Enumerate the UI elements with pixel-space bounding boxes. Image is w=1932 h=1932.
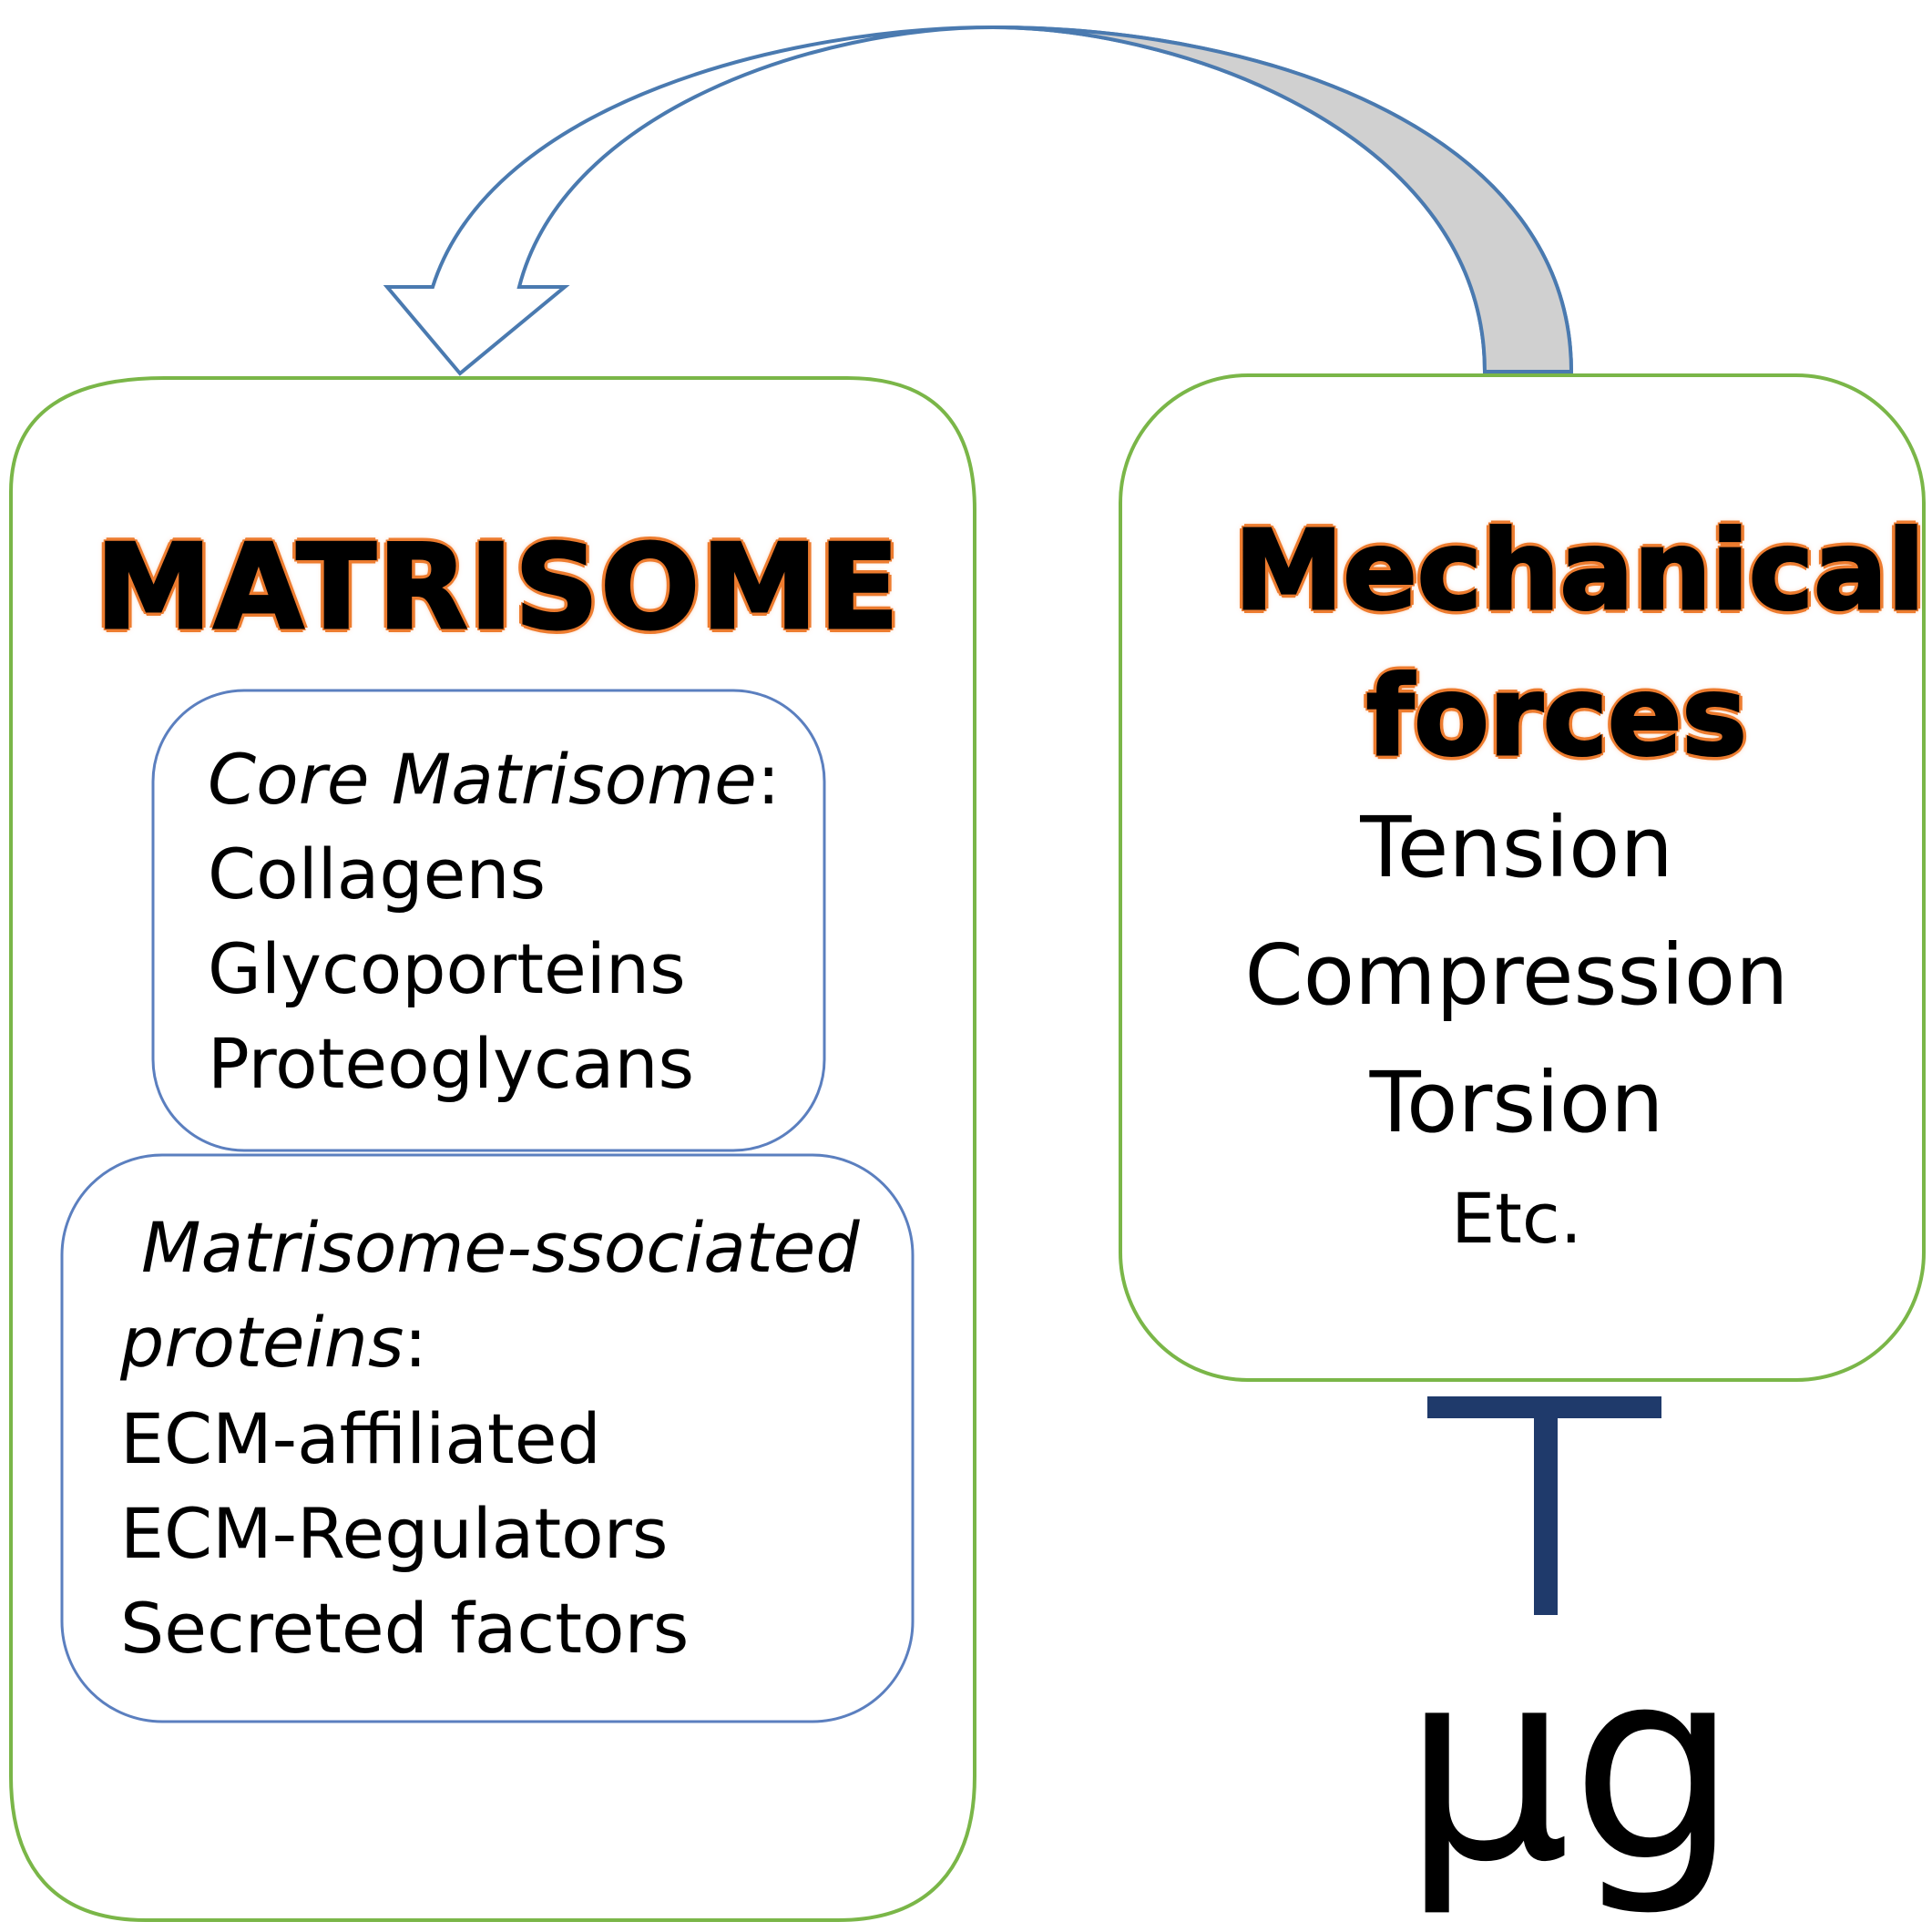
core-item-collagens: Collagens bbox=[208, 833, 547, 915]
core-matrisome-heading: Core Matrisome: bbox=[208, 745, 781, 814]
mechanical-forces-box bbox=[1119, 373, 1926, 1382]
inhibition-stem-icon bbox=[1534, 1407, 1558, 1615]
core-matrisome-box bbox=[151, 689, 826, 1152]
associated-proteins-box bbox=[60, 1153, 915, 1723]
mechanical-title-line2: forces bbox=[1365, 654, 1749, 781]
core-matrisome-heading-colon: : bbox=[756, 739, 781, 820]
mechanical-item-torsion: Torsion bbox=[1369, 1054, 1664, 1151]
mechanical-item-tension: Tension bbox=[1360, 799, 1673, 896]
associated-heading-line1: Matrisome-ssociated bbox=[141, 1207, 860, 1288]
associated-item-ecm-regulators: ECM-Regulators bbox=[120, 1493, 669, 1574]
mechanical-title-line1: Mechanical bbox=[1232, 508, 1926, 635]
core-matrisome-heading-text: Core Matrisome bbox=[208, 739, 757, 820]
core-item-glycoproteins: Glycoporteins bbox=[208, 928, 686, 1009]
matrisome-box bbox=[9, 376, 976, 1922]
mechanical-item-compression: Compression bbox=[1244, 926, 1789, 1024]
feedback-arrow-shade bbox=[992, 26, 1574, 373]
microgravity-label: μg bbox=[1403, 1613, 1739, 1920]
associated-heading-line2-text: proteins bbox=[120, 1302, 404, 1383]
associated-item-secreted-factors: Secreted factors bbox=[120, 1588, 690, 1669]
associated-item-ecm-affiliated: ECM-affiliated bbox=[120, 1398, 601, 1479]
associated-heading-colon: : bbox=[404, 1302, 428, 1383]
associated-heading-line2: proteins: bbox=[120, 1308, 427, 1377]
feedback-arrow-icon bbox=[383, 25, 1574, 376]
mechanical-item-etc: Etc. bbox=[1451, 1178, 1582, 1259]
core-item-proteoglycans: Proteoglycans bbox=[208, 1023, 695, 1104]
matrisome-title: MATRISOME bbox=[95, 520, 901, 656]
